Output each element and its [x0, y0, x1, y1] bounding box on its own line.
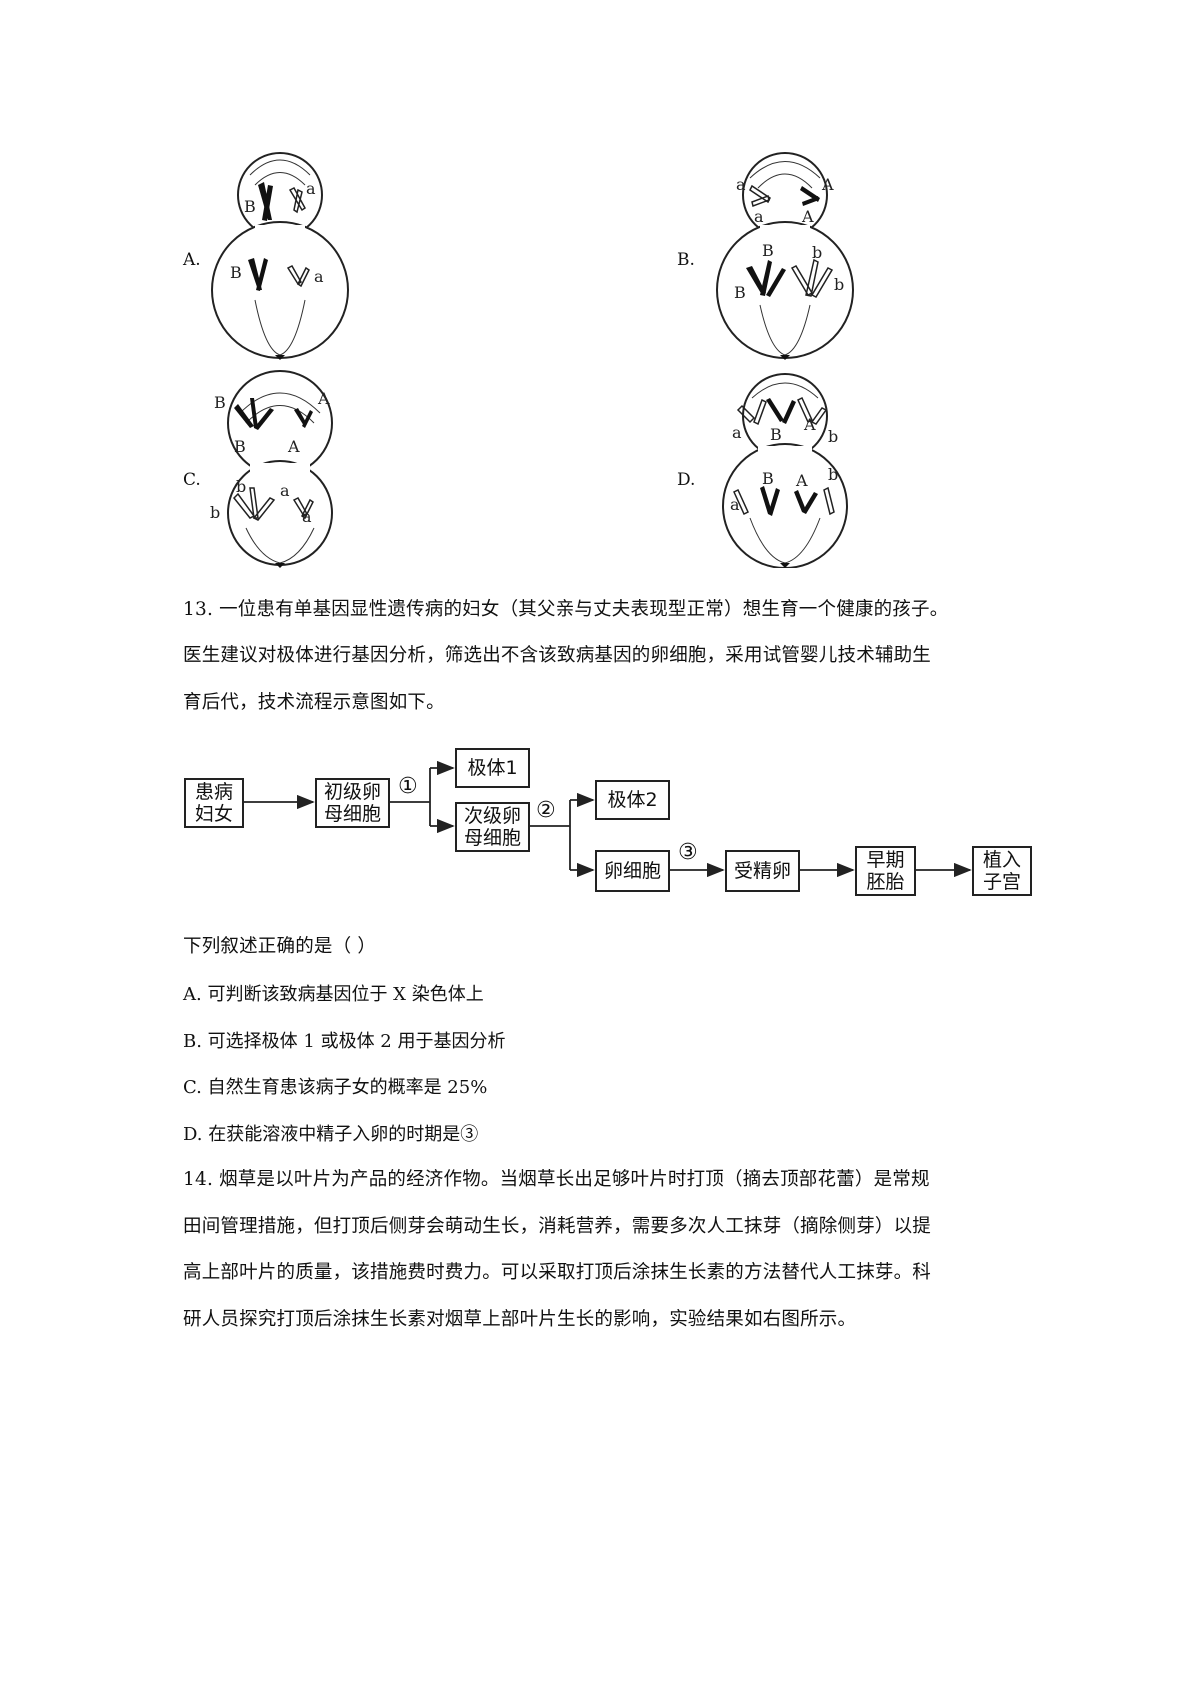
option-a-cell-diagram: B a B a	[210, 150, 350, 360]
flow-step-1: ①	[398, 774, 418, 799]
flowchart-arrows	[244, 760, 972, 878]
option-c-cell-diagram: B A B A b a b a	[210, 368, 350, 568]
q14-text-line: 研人员探究打顶后涂抹生长素对烟草上部叶片生长的影响，实验结果如右图所示。	[183, 1309, 857, 1330]
option-c-gene-label: a	[280, 481, 290, 500]
q13-prompt: 下列叙述正确的是（ ）	[183, 936, 377, 957]
q13-choice-c[interactable]: C. 自然生育患该病子女的概率是 25%	[183, 1077, 488, 1098]
option-a-gene-label: B	[230, 263, 242, 282]
q13-flowchart: 患病 妇女 初级卵 母细胞 ① 极体1 次级卵 母细胞 ② 极体2 卵细胞 ③ …	[180, 740, 1060, 910]
flow-box-patient: 患病 妇女	[184, 778, 244, 828]
flow-box-primary-oocyte: 初级卵 母细胞	[315, 778, 390, 828]
flow-step-2: ②	[536, 798, 556, 823]
q13-text-line: 育后代，技术流程示意图如下。	[183, 692, 445, 713]
option-c-gene-label: B	[214, 393, 226, 412]
flow-box-polar-body-2: 极体2	[595, 780, 670, 820]
option-b-cell-diagram: a A a A B B b b	[710, 150, 860, 360]
option-d-gene-label: B	[762, 469, 774, 488]
option-d-gene-label: b	[828, 465, 838, 484]
option-a-label: A.	[183, 250, 201, 270]
flow-box-egg-cell: 卵细胞	[595, 850, 670, 892]
option-c-gene-label: b	[236, 477, 246, 496]
flow-box-early-embryo: 早期 胚胎	[855, 846, 916, 896]
option-d-gene-label: b	[828, 427, 838, 446]
option-d-cell-diagram: a B A b a B A b	[710, 368, 860, 568]
option-a-gene-label: B	[244, 197, 256, 216]
flow-box-polar-body-1: 极体1	[455, 748, 530, 788]
option-d-gene-label: a	[730, 495, 740, 514]
q13-choice-a[interactable]: A. 可判断该致病基因位于 X 染色体上	[183, 984, 484, 1005]
flow-step-3: ③	[678, 840, 698, 865]
option-d-gene-label: A	[803, 415, 816, 434]
q14-text-line: 田间管理措施，但打顶后侧芽会萌动生长，消耗营养，需要多次人工抹芽（摘除侧芽）以提	[183, 1216, 932, 1237]
q13-text-line: 医生建议对极体进行基因分析，筛选出不含该致病基因的卵细胞，采用试管婴儿技术辅助生	[183, 645, 932, 666]
option-b-gene-label: B	[762, 241, 774, 260]
option-b-gene-label: B	[734, 283, 746, 302]
option-c-label: C.	[183, 470, 201, 490]
option-b-label: B.	[677, 250, 695, 270]
option-b-gene-label: a	[736, 175, 746, 194]
option-d-gene-label: a	[732, 423, 742, 442]
flow-box-implant-uterus: 植入 子宫	[972, 846, 1032, 896]
q14-text-line: 高上部叶片的质量，该措施费时费力。可以采取打顶后涂抹生长素的方法替代人工抹芽。科	[183, 1262, 932, 1283]
option-c-gene-label: b	[210, 503, 220, 522]
option-c-gene-label: B	[234, 437, 246, 456]
option-a-gene-label: a	[314, 267, 324, 286]
option-d-gene-label: A	[795, 471, 808, 490]
option-d-label: D.	[677, 470, 696, 490]
q13-choice-d[interactable]: D. 在获能溶液中精子入卵的时期是③	[183, 1124, 479, 1145]
q14-text-line: 14. 烟草是以叶片为产品的经济作物。当烟草长出足够叶片时打顶（摘去顶部花蕾）是…	[183, 1169, 930, 1190]
option-b-gene-label: b	[812, 243, 822, 262]
q13-choice-b[interactable]: B. 可选择极体 1 或极体 2 用于基因分析	[183, 1031, 506, 1052]
flow-box-secondary-oocyte: 次级卵 母细胞	[455, 802, 530, 852]
option-b-gene-label: A	[821, 175, 834, 194]
option-b-gene-label: A	[801, 207, 814, 226]
option-c-gene-label: a	[302, 507, 312, 526]
option-b-gene-label: a	[754, 207, 764, 226]
q13-text-line: 13. 一位患有单基因显性遗传病的妇女（其父亲与丈夫表现型正常）想生育一个健康的…	[183, 599, 949, 620]
option-c-gene-label: A	[287, 437, 300, 456]
option-a-gene-label: a	[306, 179, 316, 198]
option-b-gene-label: b	[834, 275, 844, 294]
option-c-gene-label: A	[317, 389, 330, 408]
flow-box-zygote: 受精卵	[725, 850, 800, 892]
option-d-gene-label: B	[770, 425, 782, 444]
